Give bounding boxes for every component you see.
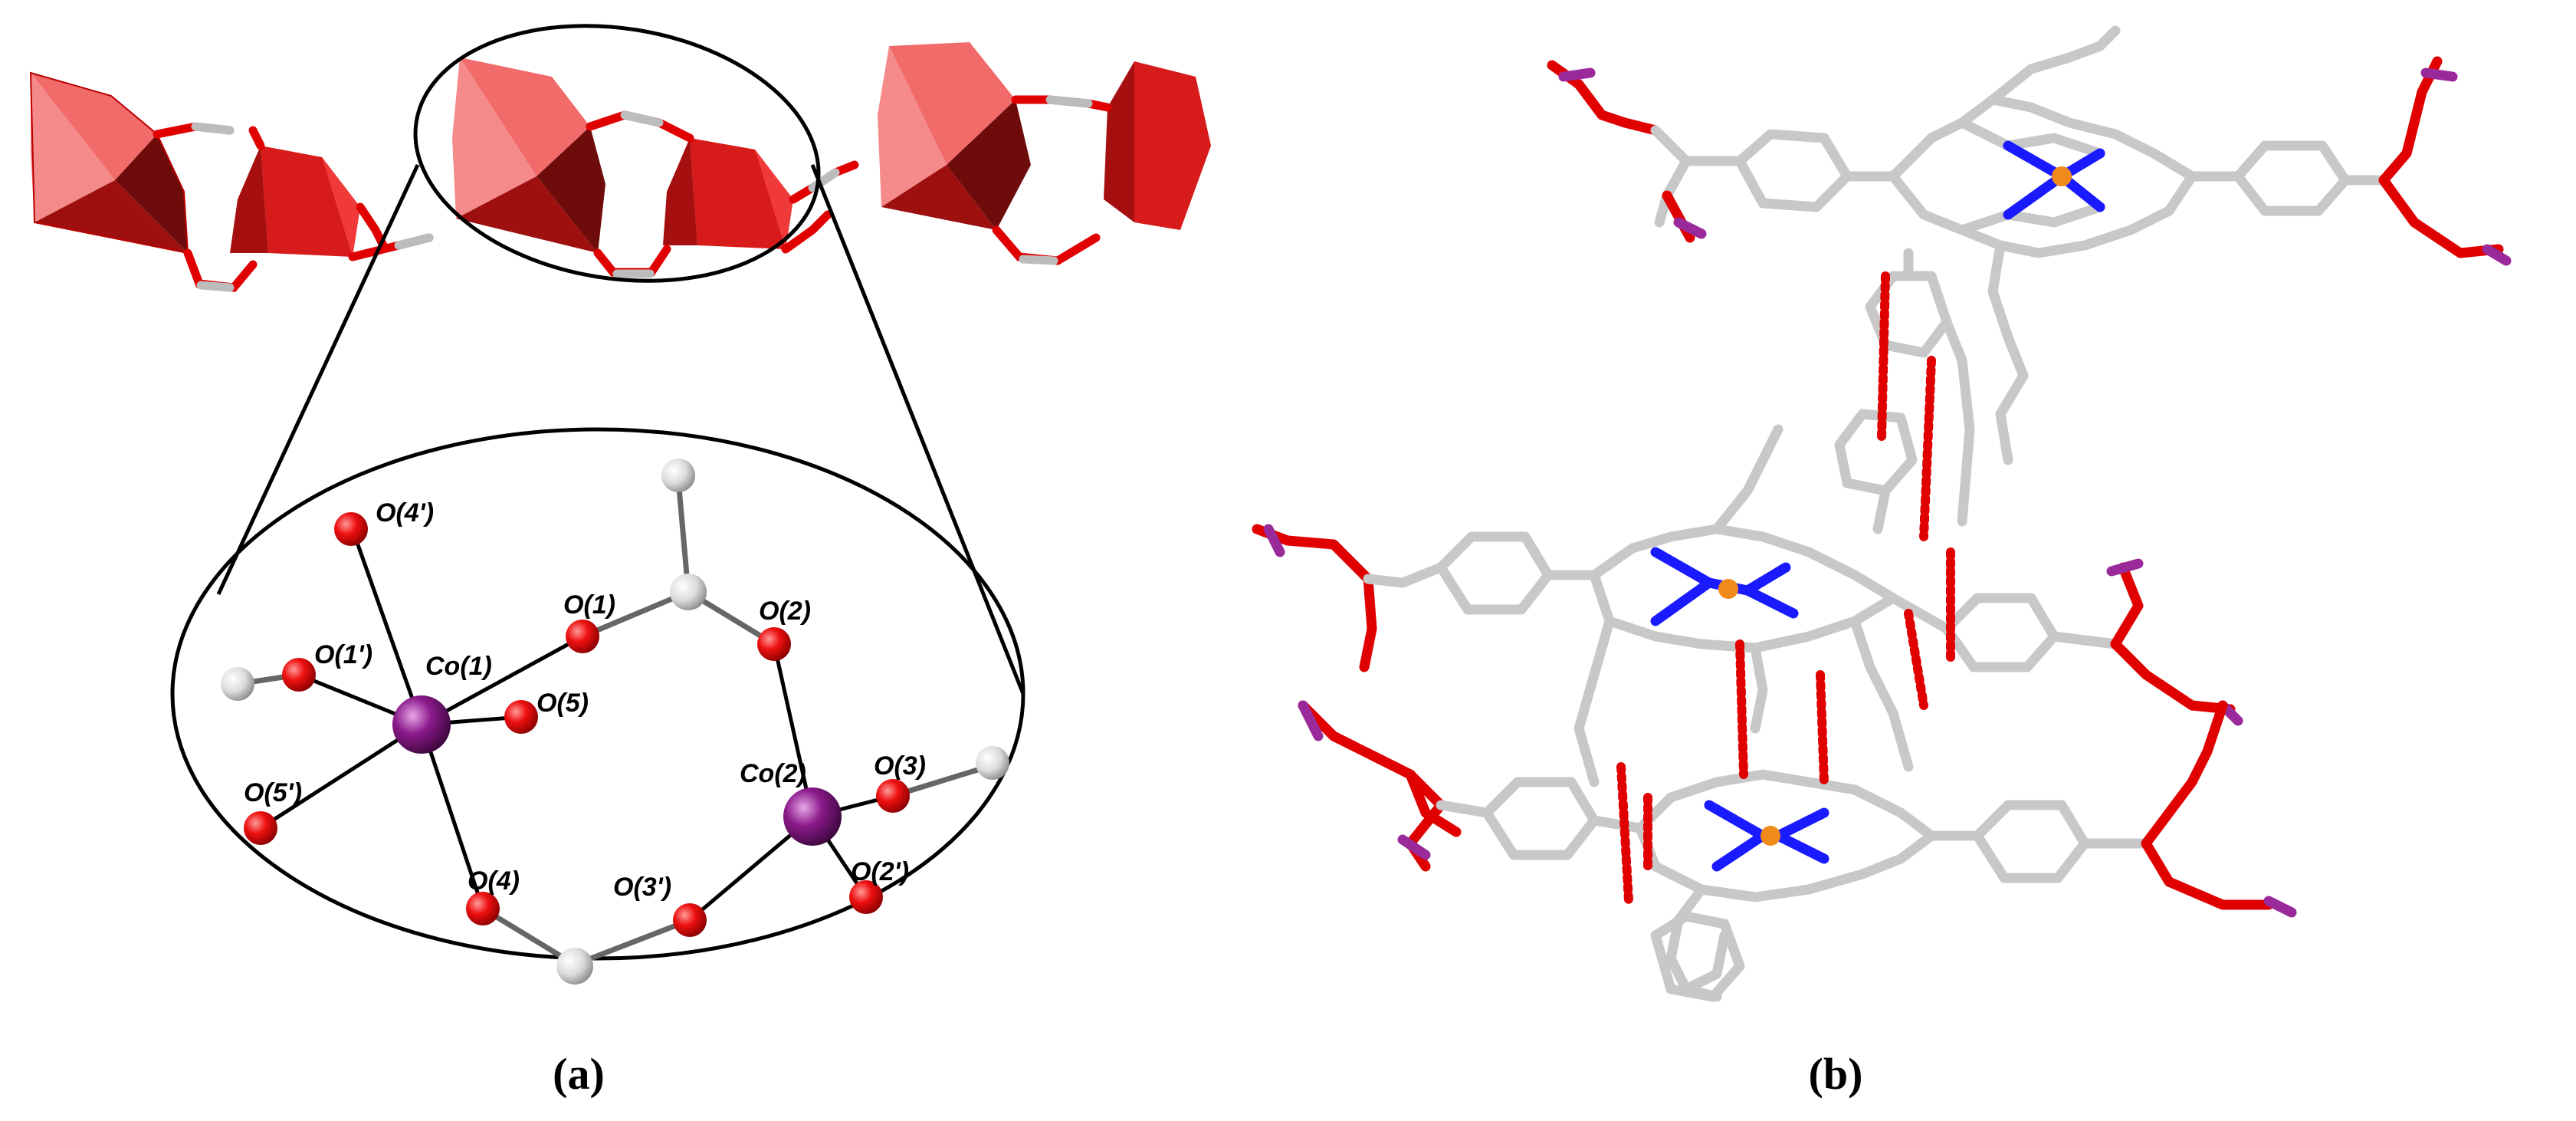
carbon-atom — [221, 667, 254, 701]
porphyrin-top — [1547, 25, 2512, 465]
label-co2: Co(2) — [740, 759, 806, 788]
label-o5: O(5) — [537, 689, 589, 718]
porphyrin-middle — [1252, 424, 2243, 734]
oxygen-atom — [334, 512, 368, 546]
oxygen-atom — [673, 903, 707, 937]
cobalt-atom — [783, 787, 842, 846]
label-o3: O(3) — [874, 751, 926, 781]
oxygen-atom — [282, 658, 316, 692]
panel-a: O(4') O(1') Co(1) O(1) O(2) O(5) O(5') C… — [29, 24, 1211, 1099]
oxygen-atom — [849, 880, 883, 914]
cobalt-atom — [392, 695, 451, 754]
atom-labels: O(4') O(1') Co(1) O(1) O(2) O(5) O(5') C… — [244, 498, 926, 902]
chain-linkers — [153, 95, 1112, 292]
zoom-line-left — [216, 163, 420, 596]
phenyl-ring-bottom — [1650, 911, 1745, 1002]
carbon-atom — [661, 459, 695, 492]
carbon-atom — [976, 746, 1009, 780]
carbon-atom — [556, 948, 593, 985]
polyhedron-5 — [878, 42, 1031, 230]
porphyrin-core-bottom — [1635, 769, 1937, 1002]
carboxylate-arm-bottom-right — [1926, 700, 2297, 918]
carboxylate-arm-top-left — [1547, 60, 1898, 243]
carbon-atom — [670, 574, 707, 610]
coordination-bonds — [259, 524, 894, 922]
label-o2-prime: O(2') — [851, 857, 909, 886]
oxygen-atom — [566, 620, 599, 653]
atoms — [221, 459, 1009, 985]
panel-b: (b) — [1252, 25, 2512, 1099]
label-o3-prime: O(3') — [613, 873, 671, 902]
oxygen-atom — [876, 779, 910, 813]
label-o4: O(4) — [468, 866, 520, 896]
label-o1-prime: O(1') — [314, 640, 372, 669]
porphyrin-core-middle — [1589, 424, 1898, 734]
inter-layer-links — [1573, 248, 1975, 787]
oxygen-atom — [244, 811, 277, 845]
polyhedron-2 — [230, 146, 360, 257]
polyhedral-chain — [29, 42, 1211, 292]
label-o1: O(1) — [563, 590, 615, 620]
polyhedron-6 — [1104, 61, 1211, 230]
panel-a-label: (a) — [553, 1049, 605, 1099]
porphyrin-bottom — [1298, 700, 2297, 1002]
label-o2: O(2) — [759, 597, 811, 626]
ligand-bonds — [237, 478, 994, 968]
label-o4-prime: O(4') — [376, 498, 434, 528]
zoom-line-right — [810, 164, 1025, 695]
carboxylate-arm-bottom-left — [1298, 700, 1646, 872]
panel-b-label: (b) — [1809, 1049, 1863, 1099]
contact-lines — [1616, 271, 1955, 906]
label-o5-prime: O(5') — [244, 778, 302, 807]
polyhedron-3 — [452, 58, 605, 253]
carboxylate-arm-middle-right — [1888, 558, 2243, 726]
porphyrin-core-top — [1888, 25, 2197, 465]
polyhedron-1 — [29, 71, 189, 255]
carboxylate-arm-middle-left — [1252, 524, 1600, 672]
highlight-ellipse — [413, 24, 821, 283]
label-co1: Co(1) — [425, 652, 492, 681]
oxygen-atom — [757, 627, 791, 661]
carboxylate-arm-top-right — [2187, 56, 2512, 266]
oxygen-atom — [466, 892, 500, 925]
oxygen-atom — [504, 700, 538, 734]
polyhedron-4 — [663, 138, 793, 249]
